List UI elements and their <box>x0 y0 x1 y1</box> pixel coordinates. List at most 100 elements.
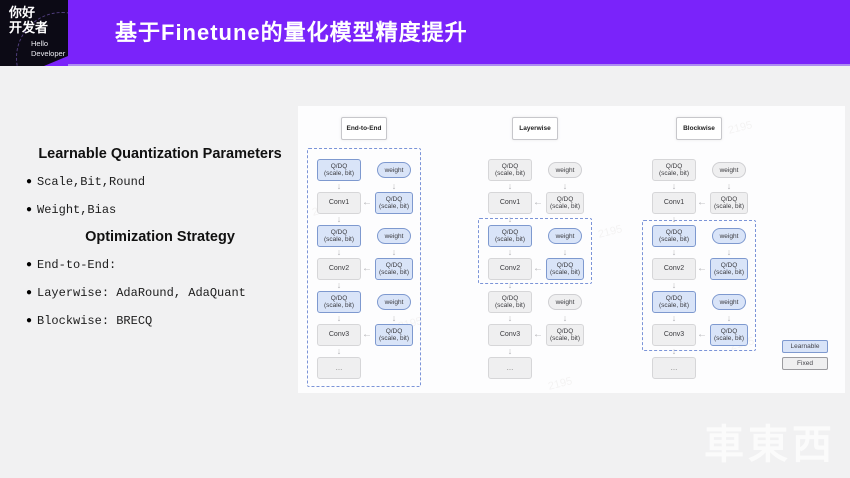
column-title-box: Layerwise <box>512 117 558 140</box>
down-arrow-icon: ↓ <box>562 313 568 323</box>
list-item-label: Blockwise: BRECQ <box>37 314 153 328</box>
weight-node: weight <box>377 294 411 310</box>
list-item: ● Layerwise: AdaRound, AdaQuant <box>26 279 294 307</box>
section-heading-learnable-params: Learnable Quantization Parameters <box>38 146 282 162</box>
list-item: ● Weight,Bias <box>26 196 294 224</box>
weight-node-wrap: weight <box>546 159 584 181</box>
qdq-param-label: (scale, bit) <box>379 335 409 342</box>
weight-node: weight <box>548 162 582 178</box>
qdq-param-label: (scale, bit) <box>324 236 354 243</box>
diagram-column-layerwise: Layerwise←←←Q/DQ(scale, bit)↓Conv1↓Q/DQ(… <box>478 117 592 391</box>
qdq-box: Q/DQ(scale, bit) <box>652 159 696 181</box>
qdq-box: Q/DQ(scale, bit) <box>546 258 584 280</box>
weight-node-wrap: weight <box>375 291 413 313</box>
page-title: 基于Finetune的量化模型精度提升 <box>115 20 468 45</box>
legend-learnable: Learnable <box>782 340 828 353</box>
qdq-param-label: (scale, bit) <box>495 236 525 243</box>
qdq-box: Q/DQ(scale, bit) <box>652 291 696 313</box>
qdq-label: Q/DQ <box>330 162 348 170</box>
down-arrow-icon: ↓ <box>671 313 677 323</box>
qdq-box: Q/DQ(scale, bit) <box>546 192 584 214</box>
qdq-label: Q/DQ <box>556 261 574 269</box>
watermark-text: 2195 <box>596 223 624 241</box>
section-heading-optimization-strategy: Optimization Strategy <box>85 229 235 245</box>
list-item-label: End-to-End: <box>37 258 117 272</box>
conv-box: Conv2 <box>652 258 696 280</box>
conv-box: Conv2 <box>317 258 361 280</box>
weight-node: weight <box>548 228 582 244</box>
left-arrow-icon: ← <box>533 197 543 208</box>
down-arrow-icon: ↓ <box>562 181 568 191</box>
down-arrow-icon: ↓ <box>391 313 397 323</box>
down-arrow-icon: ↓ <box>562 247 568 257</box>
left-arrow-icon: ← <box>533 263 543 274</box>
qdq-label: Q/DQ <box>385 327 403 335</box>
logo-en-line1: Hello <box>31 39 49 48</box>
list-item-label: Weight,Bias <box>37 203 117 217</box>
weight-node: weight <box>377 162 411 178</box>
qdq-label: Q/DQ <box>556 327 574 335</box>
weight-node-wrap: weight <box>546 291 584 313</box>
down-arrow-icon: ↓ <box>507 181 513 191</box>
list-item-label: Scale,Bit,Round <box>37 175 146 189</box>
qdq-label: Q/DQ <box>720 195 738 203</box>
bullet-icon: ● <box>26 287 33 299</box>
qdq-label: Q/DQ <box>501 294 519 302</box>
qdq-label: Q/DQ <box>556 195 574 203</box>
diagram-column-blockwise: Blockwise←←←Q/DQ(scale, bit)↓Conv1↓Q/DQ(… <box>642 117 756 391</box>
qdq-box: Q/DQ(scale, bit) <box>488 159 532 181</box>
column-rows: ←←←Q/DQ(scale, bit)↓Conv1↓Q/DQ(scale, bi… <box>307 159 421 383</box>
qdq-box: Q/DQ(scale, bit) <box>710 192 748 214</box>
spacer <box>710 214 748 225</box>
qdq-param-label: (scale, bit) <box>659 236 689 243</box>
down-arrow-icon: ↓ <box>726 247 732 257</box>
qdq-param-label: (scale, bit) <box>659 302 689 309</box>
learnable-scope-dashed-region <box>307 148 421 387</box>
qdq-param-label: (scale, bit) <box>324 302 354 309</box>
conv-box: Conv3 <box>652 324 696 346</box>
down-arrow-icon: ↓ <box>671 280 677 290</box>
list-item: ● Blockwise: BRECQ <box>26 307 294 335</box>
weight-path: weight↓Q/DQ(scale, bit)weight↓Q/DQ(scale… <box>375 159 413 346</box>
column-title-box: Blockwise <box>676 117 722 140</box>
ellipsis-box: ... <box>317 357 361 379</box>
down-arrow-icon: ↓ <box>336 346 342 356</box>
down-arrow-icon: ↓ <box>391 181 397 191</box>
qdq-label: Q/DQ <box>385 195 403 203</box>
optimization-strategy-list: ● End-to-End: ● Layerwise: AdaRound, Ada… <box>26 251 294 335</box>
qdq-box: Q/DQ(scale, bit) <box>488 225 532 247</box>
down-arrow-icon: ↓ <box>507 247 513 257</box>
left-arrow-icon: ← <box>697 197 707 208</box>
qdq-box: Q/DQ(scale, bit) <box>375 258 413 280</box>
qdq-param-label: (scale, bit) <box>495 302 525 309</box>
qdq-box: Q/DQ(scale, bit) <box>375 324 413 346</box>
qdq-label: Q/DQ <box>665 228 683 236</box>
qdq-param-label: (scale, bit) <box>714 203 744 210</box>
qdq-param-label: (scale, bit) <box>324 170 354 177</box>
ellipsis-box: ... <box>488 357 532 379</box>
qdq-param-label: (scale, bit) <box>550 269 580 276</box>
diagram-column-end-to-end: End-to-End←←←Q/DQ(scale, bit)↓Conv1↓Q/DQ… <box>307 117 421 391</box>
qdq-box: Q/DQ(scale, bit) <box>375 192 413 214</box>
column-rows: ←←←Q/DQ(scale, bit)↓Conv1↓Q/DQ(scale, bi… <box>642 159 756 383</box>
down-arrow-icon: ↓ <box>507 214 513 224</box>
weight-node-wrap: weight <box>546 225 584 247</box>
weight-node: weight <box>712 294 746 310</box>
qdq-box: Q/DQ(scale, bit) <box>652 225 696 247</box>
spacer <box>546 280 584 291</box>
logo-en-line2: Developer <box>31 48 66 58</box>
conv-box: Conv1 <box>488 192 532 214</box>
legend-fixed: Fixed <box>782 357 828 370</box>
qdq-label: Q/DQ <box>720 327 738 335</box>
left-arrow-icon: ← <box>697 329 707 340</box>
hello-developer-logo: 你好 开发者 Hello Developer <box>0 0 68 66</box>
conv-box: Conv1 <box>317 192 361 214</box>
qdq-param-label: (scale, bit) <box>550 335 580 342</box>
weight-node-wrap: weight <box>710 159 748 181</box>
qdq-param-label: (scale, bit) <box>495 170 525 177</box>
logo-english-text: Hello Developer <box>31 39 65 58</box>
activation-path: Q/DQ(scale, bit)↓Conv1↓Q/DQ(scale, bit)↓… <box>317 159 361 379</box>
qdq-box: Q/DQ(scale, bit) <box>710 258 748 280</box>
bullet-icon: ● <box>26 259 33 271</box>
left-arrow-icon: ← <box>533 329 543 340</box>
